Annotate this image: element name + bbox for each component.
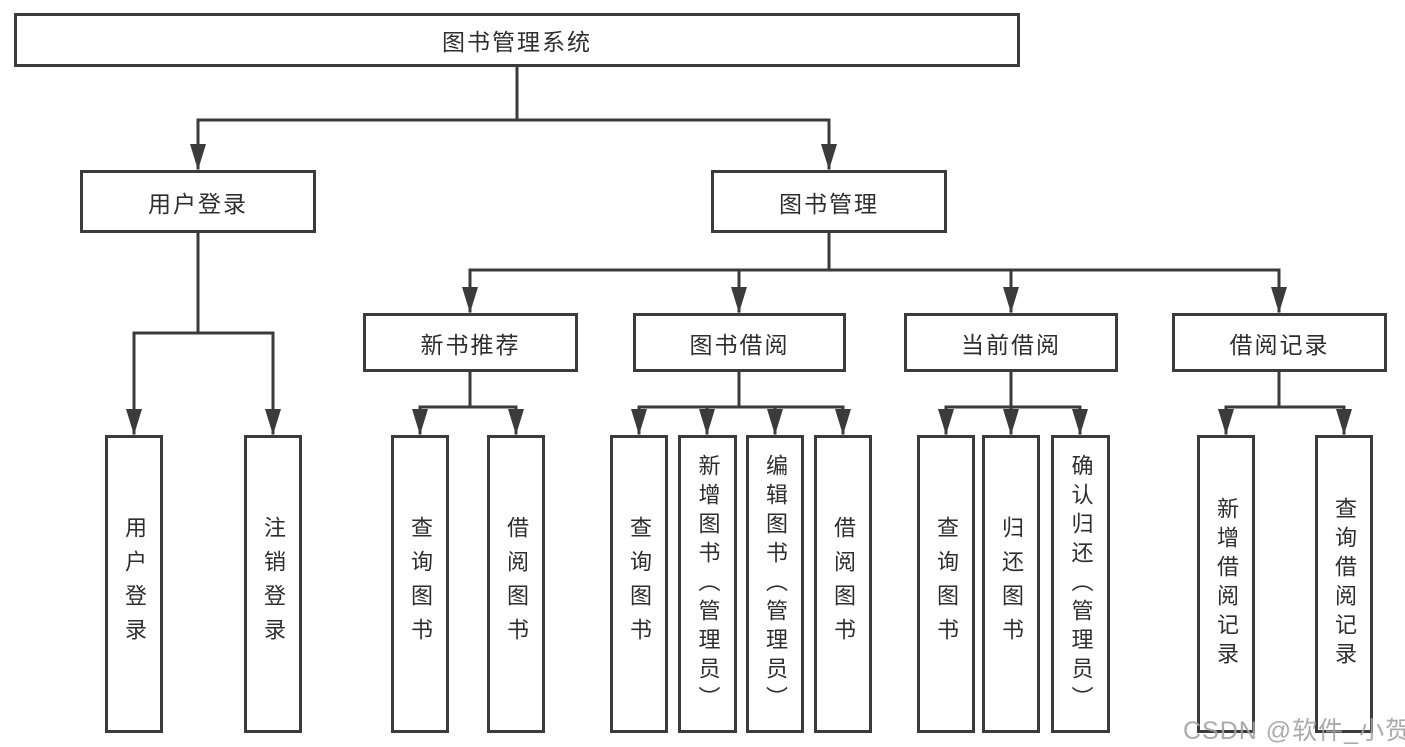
arrowhead-icon	[508, 409, 524, 435]
csdn-watermark: CSDN @软件_小贺同学	[1183, 717, 1405, 745]
connector-root-to-level2	[196, 65, 831, 170]
arrowhead-icon	[938, 409, 954, 435]
node-user-login: 用户登录	[80, 170, 316, 233]
arrowhead-icon	[699, 409, 715, 435]
leaf-add-borrow-record: 新增借阅记录	[1197, 435, 1255, 733]
arrowhead-icon	[126, 409, 142, 435]
arrowhead-icon	[1218, 409, 1234, 435]
connector-book-mgmt-to-level3	[468, 231, 1281, 313]
connector-user-login-leaves	[132, 231, 275, 435]
arrowheads	[126, 144, 1352, 435]
node-book-management: 图书管理	[711, 170, 947, 233]
arrowhead-icon	[631, 409, 647, 435]
node-current-borrowing: 当前借阅	[904, 313, 1118, 372]
arrowhead-icon	[462, 287, 478, 313]
leaf-borrow-books-recommend: 借阅图书	[487, 435, 545, 733]
leaf-logout: 注销登录	[244, 435, 302, 733]
arrowhead-icon	[731, 287, 747, 313]
connector-book-borrowing-leaves	[637, 370, 845, 435]
leaf-user-login: 用户登录	[105, 435, 163, 733]
leaf-query-books-recommend: 查询图书	[391, 435, 449, 733]
leaf-query-books-current: 查询图书	[917, 435, 975, 733]
leaf-add-book-admin: 新增图书（管理员）	[678, 435, 737, 733]
node-borrowing-records: 借阅记录	[1172, 313, 1387, 372]
leaf-query-borrow-record: 查询借阅记录	[1315, 435, 1373, 733]
arrowhead-icon	[767, 409, 783, 435]
connector-borrowing-records-leaves	[1224, 370, 1346, 435]
leaf-return-books: 归还图书	[982, 435, 1040, 733]
arrowhead-icon	[1336, 409, 1352, 435]
leaf-borrow-books-borrowing: 借阅图书	[814, 435, 872, 733]
arrowhead-icon	[190, 144, 206, 170]
arrowhead-icon	[1003, 287, 1019, 313]
arrowhead-icon	[1072, 409, 1088, 435]
connector-new-book-leaves	[418, 370, 518, 435]
arrowhead-icon	[1271, 287, 1287, 313]
arrowhead-icon	[1003, 409, 1019, 435]
arrowhead-icon	[412, 409, 428, 435]
leaf-confirm-return-admin: 确认归还（管理员）	[1051, 435, 1110, 733]
arrowhead-icon	[835, 409, 851, 435]
arrowhead-icon	[821, 144, 837, 170]
node-library-system: 图书管理系统	[14, 13, 1020, 67]
leaf-edit-book-admin: 编辑图书（管理员）	[746, 435, 804, 733]
arrowhead-icon	[265, 409, 281, 435]
node-book-borrowing: 图书借阅	[633, 313, 846, 372]
node-new-book-recommend: 新书推荐	[363, 313, 578, 372]
leaf-query-books-borrowing: 查询图书	[610, 435, 668, 733]
